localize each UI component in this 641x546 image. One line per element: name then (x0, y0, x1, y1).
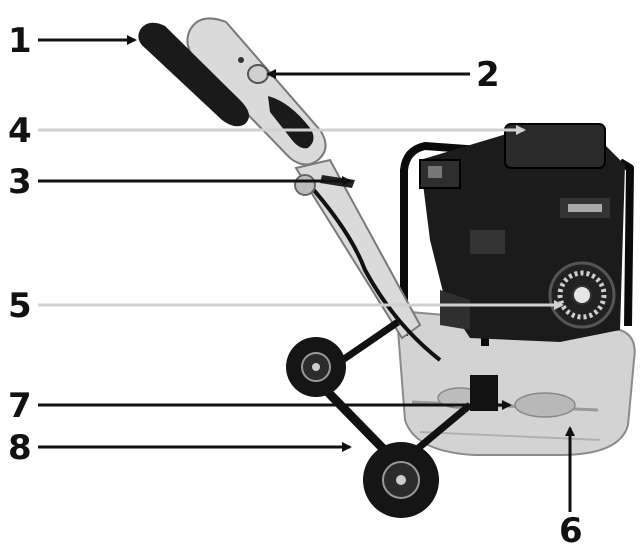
callout-number-4: 4 (8, 111, 32, 151)
callout-number-8: 8 (8, 428, 32, 468)
callout-numbers: 1 2 3 4 5 6 7 8 (8, 21, 583, 546)
callout-number-5: 5 (8, 286, 32, 326)
wheel-kit (286, 319, 498, 518)
callout-number-3: 3 (8, 162, 32, 202)
callout-arrows (38, 35, 575, 512)
callout-number-2: 2 (476, 55, 500, 95)
recoil-starter (548, 261, 616, 329)
callout-number-6: 6 (559, 511, 583, 546)
machine-illustration (138, 17, 636, 518)
callout-number-7: 7 (8, 386, 32, 426)
callout-number-1: 1 (8, 21, 32, 61)
hand-grip (138, 22, 314, 149)
